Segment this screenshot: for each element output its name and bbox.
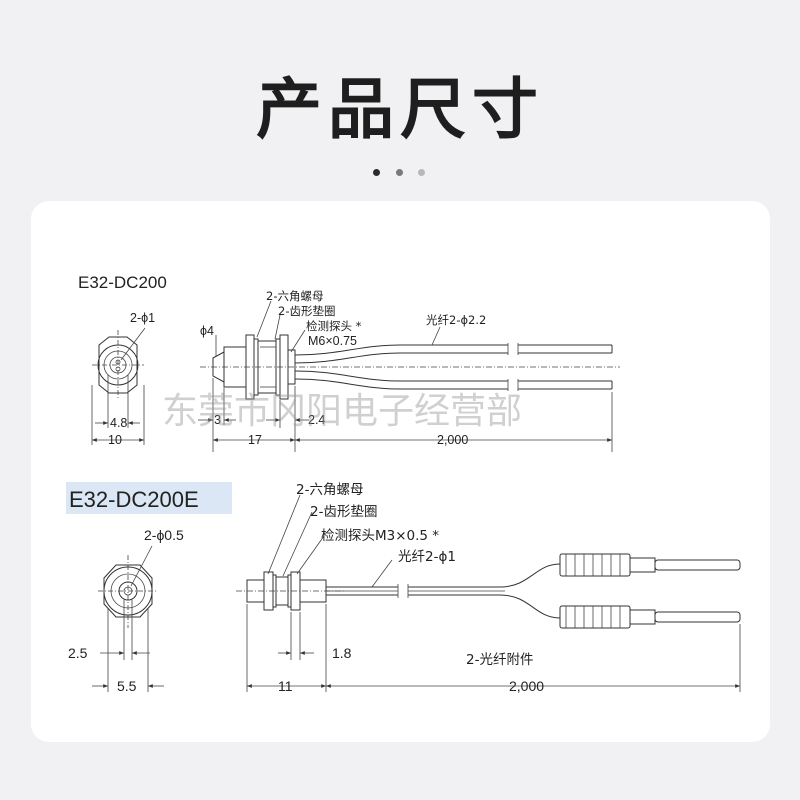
model-b-probe-label: 检测探头M3×0.5 * [321,528,439,544]
model-a-hole-label: 2-ϕ1 [130,311,155,325]
page-title: 产品尺寸 [256,71,544,148]
model-b-fiber-label: 光纤2-ϕ1 [398,549,456,565]
model-b-side-view [236,494,741,692]
model-b-attachment-label: 2-光纤附件 [466,652,533,668]
model-a-thread-label: M6×0.75 [308,334,357,348]
model-a-dim-2-4: 2.4 [308,413,325,427]
model-b-dim-1-8: 1.8 [332,645,352,661]
model-a-name: E32-DC200 [78,273,167,292]
model-b-washer-label: 2-齿形垫圈 [310,504,377,520]
model-a-probe-label: 检测探头 * [306,319,362,333]
model-a-head-dia: ϕ4 [200,324,214,338]
model-a-nut-label: 2-六角螺母 [266,289,323,303]
model-b-dim-5-5: 5.5 [117,678,137,694]
watermark: 东莞市冈阳电子经营部 [162,391,522,432]
model-a-dim-17: 17 [248,433,262,447]
dimension-card [31,201,770,742]
model-a-dim-2000: 2,000 [437,433,468,447]
model-a-dim-10: 10 [108,433,122,447]
model-b-dim-2000: 2,000 [509,678,544,694]
dot-3[interactable] [418,169,425,176]
model-a-dim-3: 3 [214,413,221,427]
carousel-dots [373,169,433,179]
model-a-side-view [198,300,620,452]
model-a-washer-label: 2-齿形垫圈 [278,304,335,318]
model-b-dim-2-5: 2.5 [68,645,88,661]
model-b-front-view [92,545,164,692]
model-b-dim-11: 11 [278,678,293,694]
model-a-fiber-label: 光纤2-ϕ2.2 [426,313,486,327]
model-b-name: E32-DC200E [69,487,199,512]
model-b-name-highlight [66,482,232,514]
model-a-front-view [91,327,146,445]
model-a-dim-4-8: 4.8 [110,416,127,430]
model-b-nut-label: 2-六角螺母 [296,482,363,498]
dot-2[interactable] [396,169,403,176]
model-b-hole-label: 2-ϕ0.5 [144,527,184,543]
dot-1[interactable] [373,169,380,176]
